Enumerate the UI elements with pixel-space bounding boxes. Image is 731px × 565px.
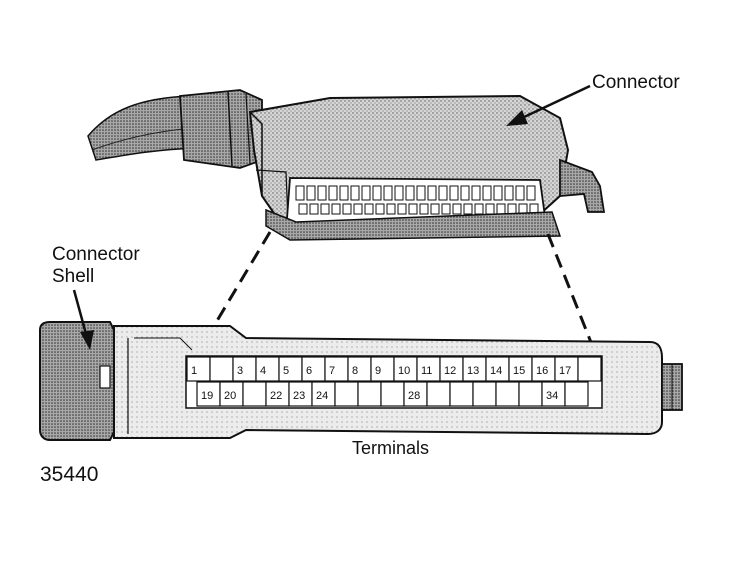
connector-pin [328, 185, 338, 201]
terminal-number: 1 [191, 365, 197, 377]
connector-pin [496, 203, 506, 215]
terminal-number: 10 [398, 365, 410, 377]
terminal-number: 22 [270, 390, 282, 402]
terminal-number: 3 [237, 365, 243, 377]
connector-pin [449, 185, 459, 201]
terminal-cell [472, 381, 497, 407]
connector-pin [342, 203, 352, 215]
connector-pin [386, 203, 396, 215]
terminal-number: 12 [444, 365, 456, 377]
terminal-cell [334, 381, 359, 407]
connector-leader-arrow [506, 84, 591, 126]
connector-pin [295, 185, 305, 201]
terminal-number: 6 [306, 365, 312, 377]
terminal-number: 16 [536, 365, 548, 377]
terminal-number: 14 [490, 365, 502, 377]
connector-pin [353, 203, 363, 215]
terminal-cell [577, 356, 602, 382]
connector-pin [350, 185, 360, 201]
connector-pin [309, 203, 319, 215]
terminal-cell [380, 381, 405, 407]
connector-pin [482, 185, 492, 201]
terminal-cell [242, 381, 267, 407]
connector-pin [471, 185, 481, 201]
terminal-number: 19 [201, 390, 213, 402]
connector-shell-label-line1: Connector [52, 244, 140, 265]
connector-pin [419, 203, 429, 215]
terminal-number: 4 [260, 365, 266, 377]
terminal-number: 17 [559, 365, 571, 377]
connector-pin [298, 203, 308, 215]
connector-pin [364, 203, 374, 215]
connector-pin [427, 185, 437, 201]
figure-number: 35440 [40, 463, 99, 486]
terminal-number: 15 [513, 365, 525, 377]
connector-pin [339, 185, 349, 201]
connector-pin [430, 203, 440, 215]
connector-pin [361, 185, 371, 201]
terminal-cell [426, 381, 451, 407]
connector-pins [295, 185, 539, 215]
connector-pin [375, 203, 385, 215]
connector-pin [452, 203, 462, 215]
connector-pin [463, 203, 473, 215]
connector-pin [397, 203, 407, 215]
connector-shell-label-line2: Shell [52, 266, 95, 287]
connector-pin [504, 185, 514, 201]
terminal-number: 5 [283, 365, 289, 377]
connector-pin [416, 185, 426, 201]
terminal-cell [357, 381, 382, 407]
terminal-number: 7 [329, 365, 335, 377]
shell-leader-arrow [72, 289, 94, 350]
terminals-label: Terminals [352, 438, 430, 458]
connector-pin [441, 203, 451, 215]
connector-pin [485, 203, 495, 215]
terminal-cell [449, 381, 474, 407]
connector-shell-label: Connector Shell [52, 244, 140, 288]
connector-pin [331, 203, 341, 215]
strain-relief [179, 89, 263, 169]
terminal-number: 24 [316, 390, 328, 402]
connector-label: Connector [592, 72, 680, 93]
connector-pin [493, 185, 503, 201]
connector-pin [306, 185, 316, 201]
terminal-number: 20 [224, 390, 236, 402]
connector-pin [526, 185, 536, 201]
connector-body [248, 94, 606, 241]
connector-pin [320, 203, 330, 215]
terminal-number: 13 [467, 365, 479, 377]
connector-pin [515, 185, 525, 201]
terminal-number: 34 [546, 390, 558, 402]
terminal-number: 23 [293, 390, 305, 402]
connector-pin [474, 203, 484, 215]
terminal-cell [564, 381, 589, 407]
connector-pin [408, 203, 418, 215]
terminal-cell [209, 356, 234, 382]
terminal-number: 9 [375, 365, 381, 377]
terminal-number: 11 [421, 365, 432, 377]
connector-pin [405, 185, 415, 201]
connector-pin [394, 185, 404, 201]
connector-pin [372, 185, 382, 201]
connector-pin [507, 203, 517, 215]
connector-pin [438, 185, 448, 201]
terminal-number: 8 [352, 365, 358, 377]
connector-pin [460, 185, 470, 201]
terminal-number: 28 [408, 390, 420, 402]
connector-pin [317, 185, 327, 201]
terminal-cell [518, 381, 543, 407]
terminal-cell [495, 381, 520, 407]
connector-pin [383, 185, 393, 201]
